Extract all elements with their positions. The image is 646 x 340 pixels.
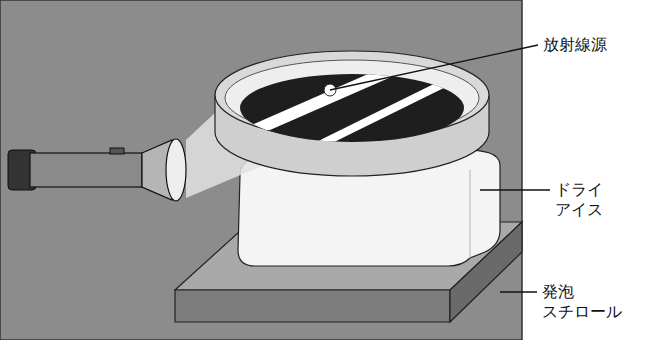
leader-line	[330, 45, 538, 90]
styrofoam-front	[175, 290, 450, 322]
flashlight-body	[30, 153, 142, 187]
flashlight-lens	[166, 139, 186, 201]
flashlight-switch	[110, 148, 124, 154]
leader-line	[500, 291, 537, 292]
part-label: ドライ アイス	[555, 180, 603, 220]
light-stripes	[240, 60, 470, 150]
stripe	[300, 75, 470, 150]
leader-line	[480, 189, 550, 190]
part-label: 放射線源	[543, 35, 607, 55]
stripe	[240, 60, 430, 130]
part-label: 発泡 スチロール	[542, 282, 622, 322]
dry-ice-edge	[469, 170, 470, 258]
background-panel	[0, 0, 522, 340]
